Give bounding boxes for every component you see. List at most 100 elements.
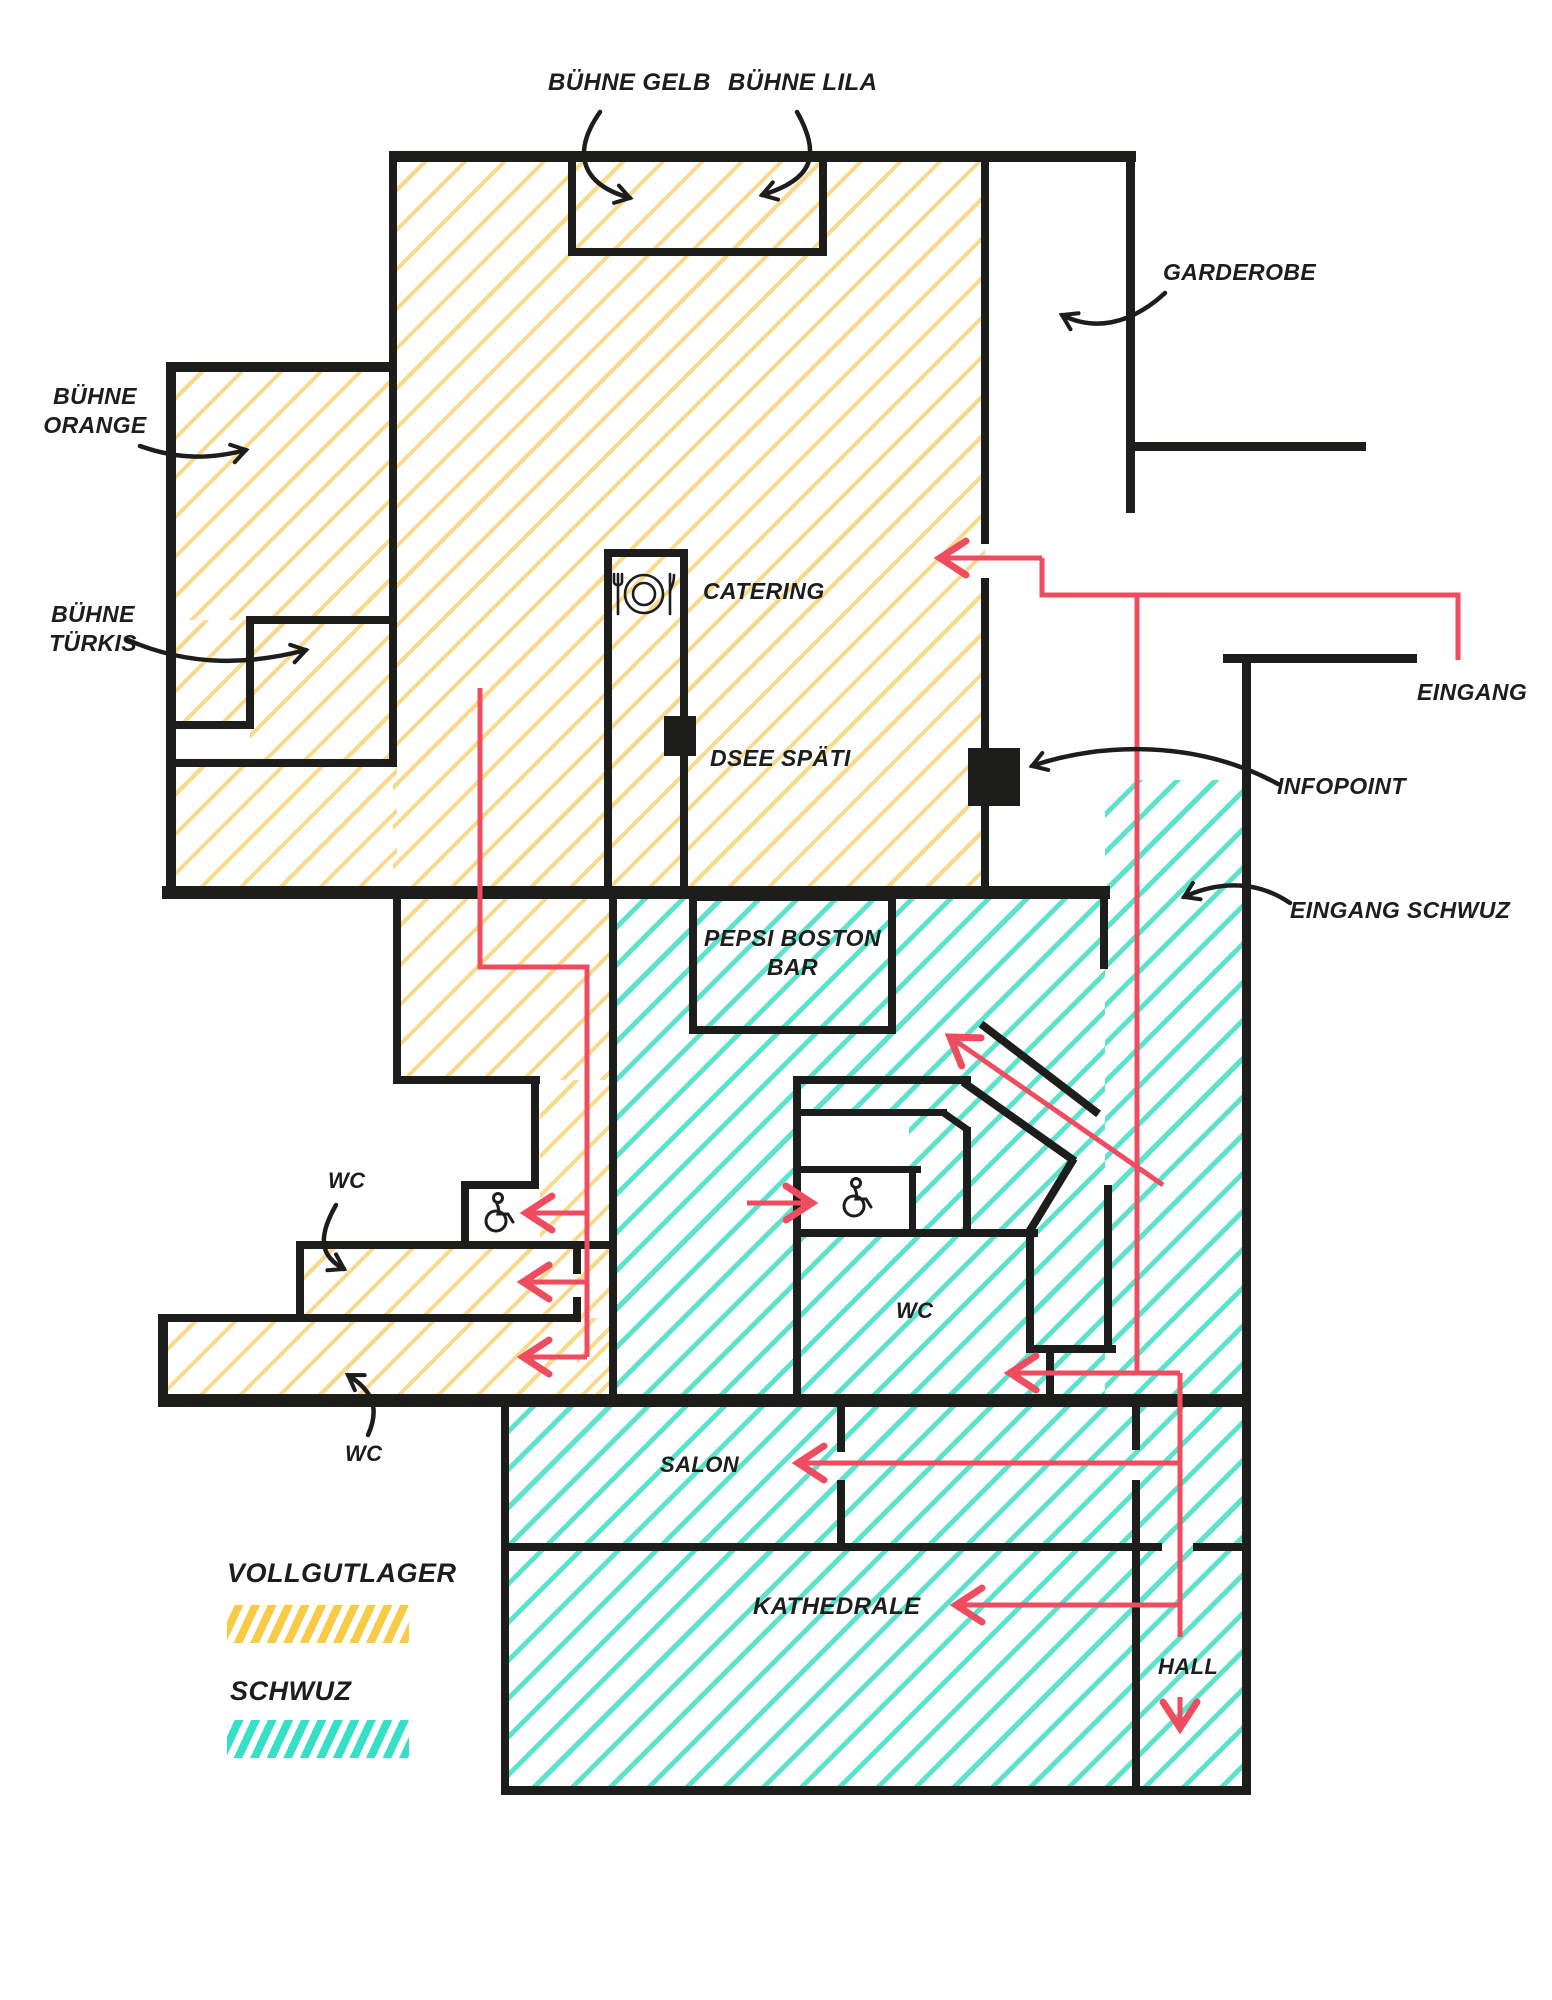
dsee-spaeti-marker xyxy=(664,716,696,756)
label-wc-bottom: WC xyxy=(345,1441,383,1466)
label-buehne-lila: BÜHNE LILA xyxy=(728,69,878,96)
label-eingang-schwuz: EINGANG SCHWUZ xyxy=(1290,897,1511,923)
label-buehne-gelb: BÜHNE GELB xyxy=(548,69,711,96)
wall-stage-bottom xyxy=(568,248,827,256)
wall-schwuz-strip-left-upper xyxy=(1100,886,1108,969)
wall-mwc-x1110 xyxy=(1104,1185,1112,1353)
wall-step-right-upper xyxy=(573,1241,581,1274)
label-hall: HALL xyxy=(1158,1654,1219,1679)
area-schwuz-entry-strip xyxy=(1105,780,1242,1400)
arrow-infopoint xyxy=(1028,746,1281,787)
wall-wcl-x535 xyxy=(531,1076,539,1189)
area-vollgutlager-annex-left-col xyxy=(170,620,250,725)
wall-hall-right-lower xyxy=(981,578,989,892)
area-vollgutlager-annex-upper xyxy=(170,367,393,620)
wall-annex-left xyxy=(166,362,176,895)
wall-mwc-x967 xyxy=(963,1127,971,1237)
wall-wcl-box-top xyxy=(461,1181,539,1189)
wall-annex-725 xyxy=(166,721,254,729)
arrow-eingang-schwuz xyxy=(1180,880,1293,906)
wall-catering-top xyxy=(604,549,688,557)
legend-vollgutlager-swatch xyxy=(227,1605,409,1643)
wall-mwc-bottom xyxy=(1026,1345,1116,1353)
wall-salon-left xyxy=(501,1398,509,1795)
area-vollgutlager-annex-bottom xyxy=(170,763,397,892)
label-arrows xyxy=(125,109,1293,1438)
wall-wcl-top xyxy=(393,1076,540,1084)
wall-divider-kathedrale-right xyxy=(1193,1543,1251,1551)
wall-mwc-boxes-bottom xyxy=(793,1229,1038,1237)
label-eingang: EINGANG xyxy=(1417,679,1528,705)
label-wc-middle: WC xyxy=(896,1298,934,1323)
wall-annex-x250 xyxy=(246,616,254,729)
label-pepsi-boston-bar: PEPSI BOSTON BAR xyxy=(704,925,881,980)
wall-salon-right-upper xyxy=(837,1398,845,1452)
label-salon: SALON xyxy=(660,1452,739,1477)
wall-pepsi-top xyxy=(689,893,896,901)
arrow-buehne-orange xyxy=(137,442,250,465)
wall-pepsi-bottom xyxy=(689,1026,896,1034)
wall-stage-right xyxy=(819,157,827,256)
wall-salon-right-lower xyxy=(837,1480,845,1550)
arrow-wc-left xyxy=(321,1202,348,1273)
label-garderobe: GARDEROBE xyxy=(1163,259,1317,285)
wall-hall-right-upper xyxy=(981,157,989,544)
wheelchair-icon-middle xyxy=(842,1177,873,1218)
arrow-buehne-gelb xyxy=(581,109,634,205)
wheelchair-icon-left xyxy=(484,1192,515,1233)
wall-bottomstrip-left xyxy=(158,1314,168,1407)
area-vollgutlager-tuerkis xyxy=(250,620,393,763)
arrow-wc-bottom xyxy=(344,1372,376,1438)
route-diagonal-arrow xyxy=(944,1033,1165,1188)
label-catering: CATERING xyxy=(703,578,825,604)
arrow-buehne-lila xyxy=(758,109,813,202)
route-left-stairs xyxy=(477,688,590,1357)
wall-pepsi-left xyxy=(689,893,697,1034)
wall-mwc-box1-top xyxy=(793,1109,947,1116)
catering-icon xyxy=(612,572,676,616)
infopoint-marker xyxy=(968,748,1020,806)
label-infopoint: INFOPOINT xyxy=(1277,773,1406,799)
wall-step-right-lower xyxy=(573,1297,581,1322)
label-buehne-tuerkis: BÜHNE TÜRKIS xyxy=(48,601,137,656)
wall-top xyxy=(389,151,1136,162)
wall-mwc-left xyxy=(793,1076,801,1400)
wall-right-outer xyxy=(1242,654,1251,1795)
wall-mwc-x1030 xyxy=(1026,1231,1034,1352)
wall-eingang xyxy=(1223,654,1417,663)
wall-hallstrip-left-upper xyxy=(1132,1398,1140,1450)
arrow-buehne-tuerkis xyxy=(125,637,310,665)
wall-annex-620 xyxy=(246,616,393,624)
wall-annex-763 xyxy=(170,759,397,767)
wall-divider-kathedrale xyxy=(501,1543,1162,1551)
wall-garderobe-spur xyxy=(1126,442,1366,451)
wall-boundary-x613 xyxy=(609,892,617,1400)
wall-hall-left xyxy=(389,157,397,763)
label-kathedrale: KATHEDRALE xyxy=(753,1593,921,1620)
wall-step-top xyxy=(296,1241,613,1249)
wall-annex-top xyxy=(166,362,393,372)
wall-step-bottom xyxy=(158,1314,581,1322)
wall-catering-left xyxy=(604,549,612,892)
label-dsee-spaeti: DSEE SPÄTI xyxy=(710,745,851,771)
wall-stage-left xyxy=(568,157,576,256)
label-buehne-orange: BÜHNE ORANGE xyxy=(43,383,147,438)
area-vollgutlager-main-hall xyxy=(393,157,985,892)
room-wc-box-upper xyxy=(801,1116,909,1166)
wall-hallstrip-left-lower xyxy=(1132,1480,1140,1793)
room-wc-accessible-middle xyxy=(801,1173,909,1229)
wall-garderobe-right xyxy=(1126,151,1135,513)
wall-bottom-outer xyxy=(501,1786,1251,1795)
legend-schwuz-swatch xyxy=(227,1720,409,1758)
arrow-garderobe xyxy=(1058,290,1168,332)
area-vollgutlager-strip-a xyxy=(397,892,613,1080)
red-route xyxy=(477,537,1461,1735)
legend-vollgutlager-title: VOLLGUTLAGER xyxy=(227,1558,457,1588)
wall-step-left xyxy=(296,1241,304,1322)
wall-mwc-box2-right xyxy=(909,1166,916,1233)
wall-mwc-top xyxy=(793,1076,971,1084)
legend-schwuz-title: SCHWUZ xyxy=(230,1676,352,1706)
route-eingang-stem xyxy=(1039,558,1461,660)
